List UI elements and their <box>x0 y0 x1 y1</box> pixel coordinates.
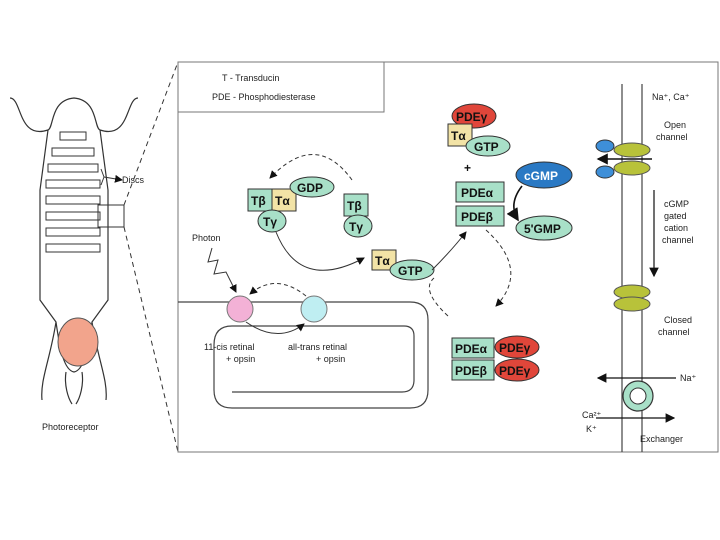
svg-text:PDEγ: PDEγ <box>456 110 488 124</box>
svg-text:PDEβ: PDEβ <box>455 364 487 378</box>
open-channel-upper <box>613 142 651 158</box>
svg-text:GTP: GTP <box>398 264 423 278</box>
gated-label-4: channel <box>662 235 694 245</box>
svg-text:Tγ: Tγ <box>263 215 277 229</box>
photon-arrow <box>207 247 237 293</box>
gtp-ellipse-top <box>465 135 511 157</box>
svg-text:Tβ: Tβ <box>347 199 362 213</box>
closed-label-2: channel <box>658 327 690 337</box>
pde-activation: PDEγ Tα GTP + PDEα PDEβ cGMP 5'GMP PDEα … <box>428 103 573 382</box>
disc-stack <box>45 131 101 253</box>
gated-label-1: cGMP <box>664 199 689 209</box>
svg-text:Tγ: Tγ <box>349 220 363 234</box>
ca-label: Ca²⁺ <box>582 410 602 420</box>
plus-sign: + <box>464 161 471 175</box>
svg-text:Tα: Tα <box>375 254 390 268</box>
pde-gamma-top <box>451 103 497 129</box>
pde-beta-box <box>455 205 505 227</box>
svg-text:PDEγ: PDEγ <box>499 341 531 355</box>
disc-membrane <box>178 301 429 409</box>
ions-top-label: Na⁺, Ca⁺ <box>652 92 690 102</box>
k-label: K⁺ <box>586 424 597 434</box>
open-channel-lower <box>613 160 651 176</box>
legend-line-2: PDE - Phosphodiesterase <box>212 92 316 102</box>
pde-alpha-box-inactive <box>451 337 495 359</box>
gated-label-2: gated <box>664 211 687 221</box>
gtp-ellipse-active <box>389 259 435 281</box>
pde-gamma-inactive-2 <box>494 358 540 382</box>
legend-line-1: T - Transducin <box>222 73 279 83</box>
pde-alpha-box <box>455 181 505 203</box>
t-alpha-box-top <box>447 123 473 147</box>
svg-text:5'GMP: 5'GMP <box>524 222 561 236</box>
cgmp-bound-2 <box>595 165 615 179</box>
svg-text:PDEα: PDEα <box>455 342 488 356</box>
five-gmp-ellipse <box>515 215 573 241</box>
svg-text:GDP: GDP <box>297 181 323 195</box>
photoreceptor-cell: Discs Photoreceptor <box>9 97 144 432</box>
open-label-1: Open <box>664 120 686 130</box>
photon-label: Photon <box>192 233 221 243</box>
cis-label-1: 11-cis retinal <box>204 342 254 352</box>
pde-gamma-inactive-1 <box>494 335 540 359</box>
gated-label-3: cation <box>664 223 688 233</box>
svg-text:PDEα: PDEα <box>461 186 494 200</box>
closed-label-1: Closed <box>664 315 692 325</box>
trans-label-1: all-trans retinal <box>288 342 347 352</box>
open-label-2: channel <box>656 132 688 142</box>
zoom-box <box>97 204 125 228</box>
transducin-cycle: Tβ Tα GDP Tγ Tβ Tγ Tα GTP <box>247 154 435 281</box>
svg-text:Tβ: Tβ <box>251 194 266 208</box>
t-alpha-box <box>271 188 297 212</box>
pde-beta-box-inactive <box>451 359 495 381</box>
svg-text:GTP: GTP <box>474 140 499 154</box>
t-alpha-box-active <box>371 249 397 271</box>
cgmp-bound-1 <box>595 139 615 153</box>
svg-text:cGMP: cGMP <box>524 169 558 183</box>
gdp-ellipse <box>289 176 335 198</box>
discs-label: Discs <box>122 175 144 185</box>
svg-text:PDEγ: PDEγ <box>499 364 531 378</box>
plasma-membrane: Na⁺, Ca⁺ Open channel cGMP gated cation … <box>582 84 697 452</box>
trans-label-2: + opsin <box>316 354 345 364</box>
svg-text:Tα: Tα <box>275 194 290 208</box>
cis-retinal-opsin <box>226 295 254 323</box>
trans-retinal-opsin <box>300 295 328 323</box>
cell-outline <box>9 97 139 405</box>
nucleus <box>57 317 99 367</box>
exchanger-label: Exchanger <box>640 434 683 444</box>
zoom-line-top <box>123 61 179 206</box>
legend-box <box>177 61 385 113</box>
na-label: Na⁺ <box>680 373 697 383</box>
cgmp-ellipse <box>515 161 573 189</box>
retinal-cycle: Photon 11-cis retinal + opsin all-trans … <box>192 233 347 364</box>
cis-label-2: + opsin <box>226 354 255 364</box>
t-gamma-ellipse <box>257 209 287 233</box>
svg-text:PDEβ: PDEβ <box>461 210 493 224</box>
closed-channel-lower <box>613 296 651 312</box>
zoom-line-bottom <box>123 226 179 453</box>
photoreceptor-label: Photoreceptor <box>42 422 99 432</box>
t-gamma-ellipse-free <box>343 214 373 238</box>
svg-text:Tα: Tα <box>451 129 466 143</box>
